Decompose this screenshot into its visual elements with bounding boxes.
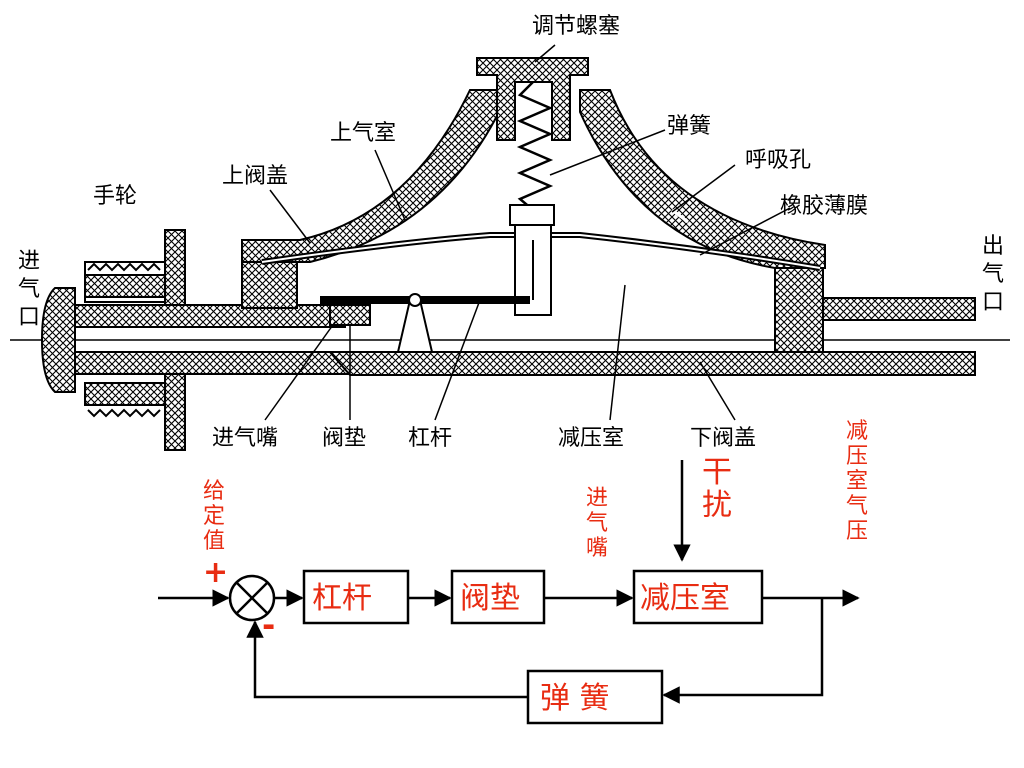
label-inlet-2: 气: [18, 277, 40, 302]
block-lever: 杠杆: [302, 569, 410, 625]
block-chamber-label: 减压室: [640, 581, 730, 616]
label-outlet-1: 出: [982, 234, 1004, 259]
label-output-1: 减: [846, 419, 868, 444]
block-spring: 弹 簧: [526, 669, 664, 725]
label-handwheel: 手轮: [93, 184, 137, 209]
label-output-5: 压: [846, 519, 868, 544]
spring-coil: [516, 81, 554, 211]
label-minus: -: [262, 606, 275, 644]
label-output-4: 气: [846, 494, 868, 519]
label-upper-chamber: 上气室: [330, 121, 396, 146]
feedback-return: [246, 620, 528, 699]
label-disturbance-2: 扰: [702, 488, 732, 523]
block-spring-label: 弹 簧: [540, 681, 610, 716]
valve-pad-box: [329, 304, 371, 326]
label-spring: 弹簧: [667, 114, 711, 139]
label-setpoint-3: 值: [203, 529, 225, 554]
label-lower-cover: 下阀盖: [690, 426, 756, 451]
label-outlet-2: 气: [982, 262, 1004, 287]
lever-fulcrum: [396, 299, 434, 353]
nut-upper-body: [84, 274, 166, 298]
membrane-clamp: [509, 204, 555, 226]
valve-cross-section: [10, 57, 1010, 451]
leader-lines: [264, 44, 791, 421]
label-reduce-chamber: 减压室: [558, 426, 624, 451]
block-valve-pad: 阀垫: [450, 569, 546, 625]
label-disturbance-1: 干: [702, 455, 732, 490]
block-diagram: 干 扰 给 定 值 + 进 气 嘴 减 压 室 气 压 - 杠杆: [158, 419, 868, 725]
label-nozzle-1: 进: [586, 486, 608, 511]
block-lever-label: 杠杆: [312, 581, 372, 616]
upper-cover-right: [579, 89, 826, 269]
label-inlet-3: 口: [18, 305, 40, 330]
inlet-end-cap: [40, 287, 76, 393]
label-outlet-3: 口: [982, 290, 1004, 315]
label-setpoint-2: 定: [203, 504, 225, 529]
label-nozzle-3: 嘴: [586, 536, 608, 561]
breather-hole-mark: [671, 208, 689, 224]
label-adjust-plug: 调节螺塞: [532, 14, 620, 39]
inlet-pipe-upper-wall: [54, 304, 346, 328]
thread-upper: [87, 262, 161, 272]
block-reduce-chamber: 减压室: [632, 569, 764, 625]
block-pad-label: 阀垫: [460, 581, 520, 616]
label-upper-cover: 上阀盖: [222, 164, 288, 189]
handwheel-lower: [164, 373, 186, 451]
adjust-plug: [476, 57, 589, 141]
label-nozzle-2: 气: [586, 511, 608, 536]
feedback-down: [662, 598, 824, 704]
outlet-pipe-upper: [822, 297, 976, 321]
label-plus: +: [203, 555, 228, 590]
mech-labels: 调节螺塞 上气室 弹簧 呼吸孔 上阀盖 橡胶薄膜 手轮 进 气 口 出 气 口 …: [18, 14, 1004, 451]
lower-cover: [327, 351, 976, 376]
fulcrum-pin: [408, 293, 422, 307]
label-valve-pad: 阀垫: [322, 426, 366, 451]
label-setpoint-1: 给: [203, 479, 225, 504]
label-rubber-membrane: 橡胶薄膜: [780, 194, 868, 219]
label-breather-hole: 呼吸孔: [745, 148, 811, 173]
summing-junction: [228, 574, 276, 622]
nut-lower-body: [84, 382, 166, 406]
label-inlet-nozzle: 进气嘴: [212, 426, 278, 451]
body-right-wall: [774, 261, 824, 353]
handwheel-upper: [164, 229, 186, 306]
label-output-2: 压: [846, 444, 868, 469]
thread-lower: [87, 408, 161, 418]
label-lever: 杠杆: [408, 426, 452, 451]
label-inlet-1: 进: [18, 249, 40, 274]
label-output-3: 室: [846, 469, 868, 494]
